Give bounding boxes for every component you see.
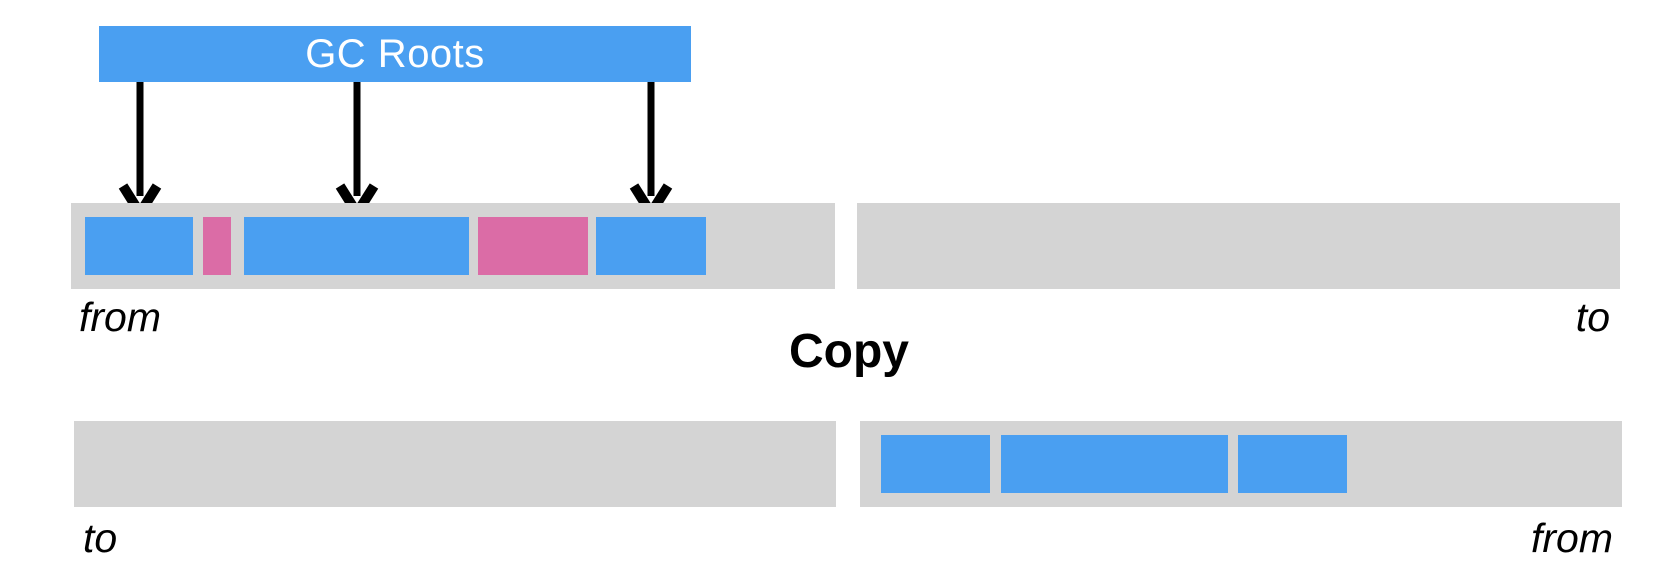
root-pointer-arrow-icon: [335, 82, 379, 218]
gc-roots-box: GC Roots: [99, 26, 691, 82]
garbage-object-block: [203, 217, 231, 275]
garbage-object-block: [478, 217, 588, 275]
heap-space-to-after: [74, 421, 836, 507]
space-label-from-after: from: [1531, 515, 1613, 561]
root-pointer-arrow-icon: [629, 82, 673, 218]
live-object-block: [1001, 435, 1228, 493]
live-object-block: [881, 435, 990, 493]
space-label-to-after: to: [83, 515, 118, 561]
live-object-block: [596, 217, 706, 275]
heap-space-from-before: [71, 203, 835, 289]
heap-space-from-after: [860, 421, 1622, 507]
live-object-block: [85, 217, 193, 275]
heap-space-to-before: [857, 203, 1620, 289]
live-object-block: [244, 217, 469, 275]
gc-roots-label: GC Roots: [305, 31, 485, 76]
space-label-from-before: from: [79, 294, 161, 340]
live-object-block: [1238, 435, 1347, 493]
space-label-to-before: to: [1575, 294, 1610, 340]
copy-step-caption: Copy: [789, 325, 909, 378]
root-pointer-arrow-icon: [118, 82, 162, 218]
